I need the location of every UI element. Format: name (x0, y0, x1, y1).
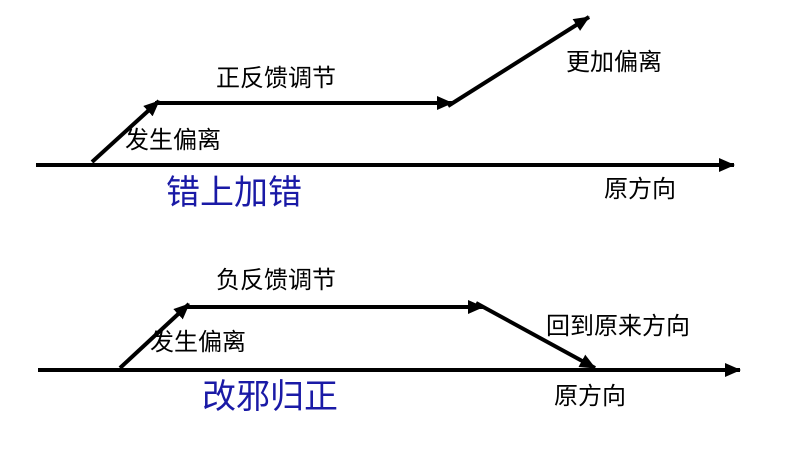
bottom-result-label: 回到原来方向 (546, 312, 690, 340)
top-result-label: 更加偏离 (566, 48, 662, 76)
top-feedback-label: 正反馈调节 (216, 64, 336, 92)
top-further-deviation-arrow (446, 15, 591, 108)
bottom-return-arrow (475, 301, 596, 370)
top-deviation-label: 发生偏离 (125, 126, 221, 154)
bottom-deviation-arrow (118, 302, 191, 370)
bottom-direction-label: 原方向 (554, 382, 626, 410)
bottom-caption: 改邪归正 (202, 377, 338, 417)
top-deviation-arrow (90, 99, 161, 164)
top-caption: 错上加错 (166, 173, 302, 213)
bottom-deviation-label: 发生偏离 (150, 328, 246, 356)
bottom-feedback-label: 负反馈调节 (216, 266, 336, 294)
top-direction-label: 原方向 (604, 175, 676, 203)
